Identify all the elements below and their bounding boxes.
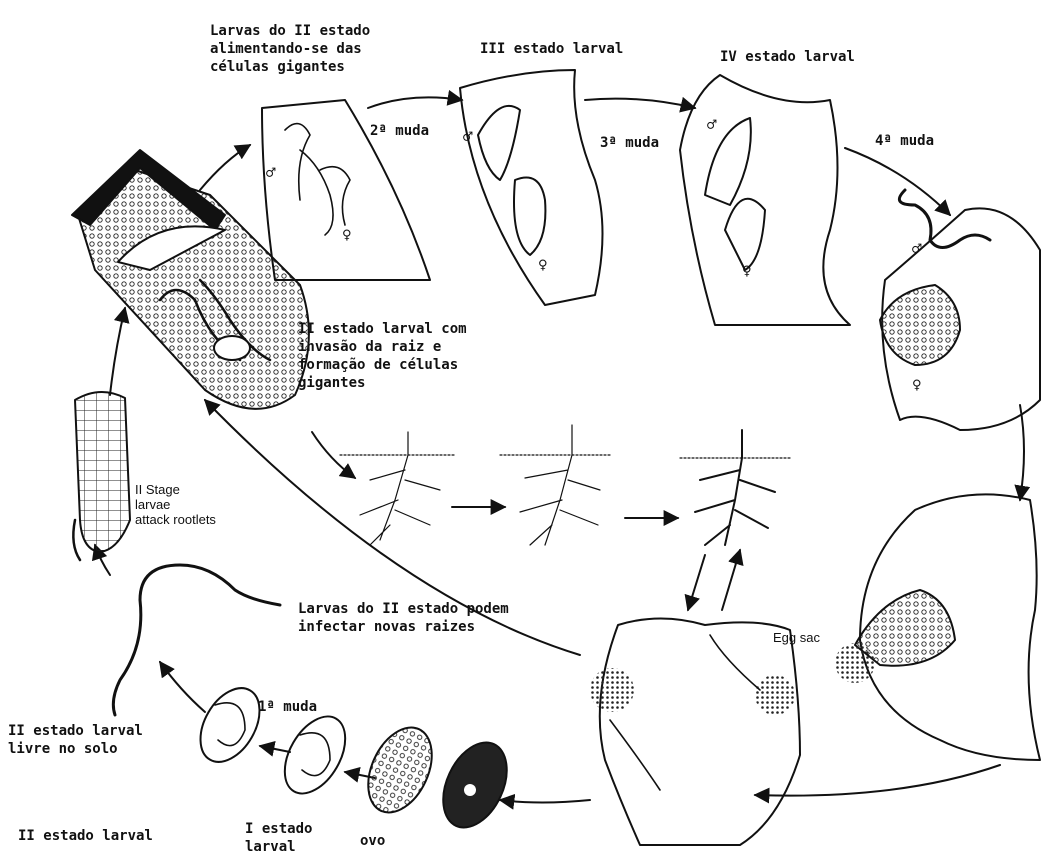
- stage1-egg: [272, 706, 357, 804]
- arrow-plant-down: [688, 555, 705, 610]
- label-egg-sac: Egg sac: [773, 630, 820, 645]
- female-eggsac-panel: [835, 494, 1040, 760]
- female-symbol: ♀: [742, 262, 752, 280]
- arrow-to-egg: [500, 800, 590, 803]
- gall-eggmass-panel: [590, 619, 800, 846]
- arrow-attack-to-tip: [110, 308, 125, 395]
- label-new-roots: Larvas do II estado podem infectar novas…: [298, 600, 509, 636]
- molt1-egg: [188, 678, 271, 772]
- arrow-root-to-stage2: [200, 145, 250, 190]
- plant-roots-series: [340, 425, 790, 545]
- arrow-to-female: [1020, 405, 1024, 500]
- female-symbol: ♀: [912, 376, 922, 394]
- arrow-l1-to-molt1: [260, 746, 290, 752]
- egg-dark: [431, 732, 520, 837]
- cleaving-egg: [356, 717, 445, 822]
- arrow-plant-up: [722, 550, 740, 610]
- label-molt4: 4ª muda: [875, 132, 934, 150]
- label-stage2-free: II estado larval livre no solo: [8, 722, 143, 758]
- stage4-panel: [680, 75, 850, 325]
- female-symbol: ♀: [342, 226, 352, 244]
- label-stage4: IV estado larval: [720, 48, 855, 66]
- arrow-molt3: [585, 99, 695, 108]
- arrow-molt2: [368, 97, 462, 108]
- label-stage2-feeding: Larvas do II estado alimentando-se das c…: [210, 22, 370, 76]
- free-juvenile: [113, 565, 280, 715]
- male-symbol: ♂: [707, 116, 717, 134]
- label-molt1: 1ª muda: [258, 698, 317, 716]
- label-stage2-bottom: II estado larval: [18, 827, 153, 845]
- label-stage2-attack: II Stage larvae attack rootlets: [135, 482, 216, 527]
- label-molt2: 2ª muda: [370, 122, 429, 140]
- rootlet-illustration: [73, 392, 130, 560]
- stage3-panel: [460, 70, 603, 305]
- male-symbol: ♂: [912, 240, 922, 258]
- root-tip-illustration: [72, 150, 309, 409]
- label-stage1: I estado larval: [245, 820, 312, 856]
- label-egg: ovo: [360, 832, 385, 850]
- male-symbol: ♂: [266, 164, 276, 182]
- female-symbol: ♀: [538, 256, 548, 274]
- arrow-molt4: [845, 148, 950, 215]
- male-symbol: ♂: [463, 128, 473, 146]
- label-stage2-invasion: II estado larval com invasão da raiz e f…: [298, 320, 467, 392]
- label-stage3: III estado larval: [480, 40, 623, 58]
- label-molt3: 3ª muda: [600, 134, 659, 152]
- arrow-molt1-to-free: [160, 662, 205, 712]
- adult-panel: [880, 190, 1040, 430]
